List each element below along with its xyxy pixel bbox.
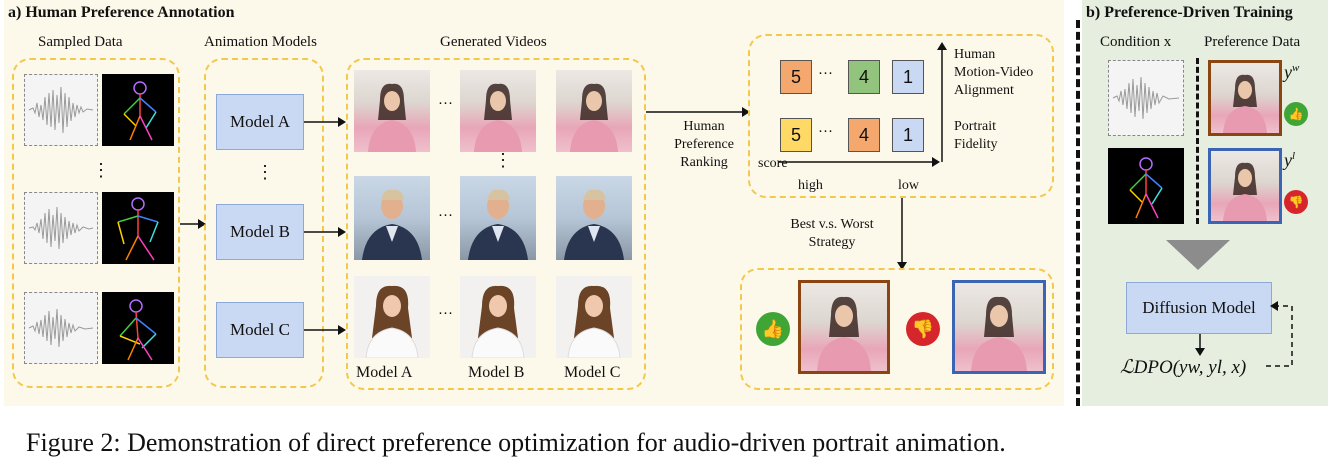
rank-cell-1-1: 5 [780,60,812,94]
feedback-dashed-arrow [1266,301,1293,367]
generated-videos-box [346,58,646,390]
video-frame-b1 [354,176,430,260]
sampled-data-label: Sampled Data [38,34,123,50]
best-worst-box [740,268,1054,390]
thumbs-up-small-icon: 👍 [1284,102,1308,126]
condition-x-label: Condition x [1100,34,1172,50]
preference-data-label: Preference Data [1204,34,1301,50]
rank-cell-2-1: 5 [780,118,812,152]
column-label-model-c: Model C [564,364,621,381]
pose-skeleton-1 [102,74,174,146]
rejected-sample-frame [1208,148,1282,224]
yl-label: yl [1284,150,1296,170]
criteria-portrait-fidelity: Portrait Fidelity [954,119,998,152]
rank-cell-2-2: 4 [848,118,880,152]
big-down-arrow-icon [1166,240,1230,270]
thumbs-up-icon: 👍 [756,312,790,346]
column-label-model-a: Model A [356,364,413,381]
rank-ellipsis-2: ··· [818,124,833,140]
figure-caption: Figure 2: Demonstration of direct prefer… [26,428,1006,457]
pose-skeleton-2 [102,192,174,264]
vertical-ellipsis-videos: ⋮ [494,150,512,170]
ranking-box [748,34,1054,198]
yw-label: yw [1284,62,1300,82]
condition-preference-divider [1196,58,1199,224]
pose-skeleton-3 [102,292,174,364]
audio-waveform-1 [24,74,98,146]
video-frame-c2 [460,276,536,358]
arrow-diffusion-to-loss [1195,334,1205,356]
video-frame-a1 [354,70,430,152]
audio-waveform-2 [24,192,98,264]
model-a-box: Model A [216,94,304,150]
criteria-motion-alignment: Human Motion-Video Alignment [954,47,1034,98]
animation-models-box [204,58,324,388]
video-frame-a3 [556,70,632,152]
thumbs-down-icon: 👎 [906,312,940,346]
best-vs-worst-strategy-label: Best v.s. Worst Strategy [790,217,874,250]
preferred-sample-frame [1208,60,1282,136]
video-frame-b2 [460,176,536,260]
score-label: score [758,156,788,171]
arrow-model-b-to-videos [304,227,346,237]
video-frame-a2 [460,70,536,152]
human-preference-ranking-label: Human Preference Ranking [674,119,734,170]
section-a-title: a) Human Preference Annotation [8,4,235,21]
video-frame-c1 [354,276,430,358]
condition-audio-waveform [1108,60,1184,136]
arrow-ranking-to-strategy [897,198,907,270]
sampled-data-box [12,58,180,388]
video-frame-c3 [556,276,632,358]
rank-cell-1-2: 4 [848,60,880,94]
rank-cell-2-3: 1 [892,118,924,152]
condition-pose-skeleton [1108,148,1184,224]
rank-cell-1-3: 1 [892,60,924,94]
thumbs-down-small-icon: 👎 [1284,190,1308,214]
arrow-model-c-to-videos [304,325,346,335]
worst-video-frame [952,280,1046,374]
best-video-frame [798,280,890,374]
section-b-title: b) Preference-Driven Training [1086,4,1293,21]
section-divider [1076,20,1080,406]
vertical-ellipsis-models: ⋮ [256,162,274,182]
horizontal-ellipsis-row-c: ··· [438,306,453,322]
audio-waveform-3 [24,292,98,364]
model-b-box: Model B [216,204,304,260]
column-label-model-b: Model B [468,364,525,381]
diffusion-model-box: Diffusion Model [1126,282,1272,334]
rank-ellipsis-1: ··· [818,66,833,82]
video-frame-b3 [556,176,632,260]
vertical-ellipsis-sampled: ⋮ [92,160,110,180]
dpo-loss-formula: ℒDPO(yw, yl, x) [1120,357,1247,378]
vertical-axis-arrow [937,42,947,162]
arrow-model-a-to-videos [304,117,346,127]
animation-models-label: Animation Models [204,34,317,50]
model-c-box: Model C [216,302,304,358]
horizontal-ellipsis-row-b: ··· [438,208,453,224]
high-label: high [798,178,823,193]
arrow-videos-to-ranking [646,107,750,117]
generated-videos-label: Generated Videos [440,34,547,50]
low-label: low [898,178,919,193]
arrow-sampled-to-models [180,219,206,229]
horizontal-ellipsis-row-a: ··· [438,96,453,112]
score-axis-arrow [778,157,940,167]
